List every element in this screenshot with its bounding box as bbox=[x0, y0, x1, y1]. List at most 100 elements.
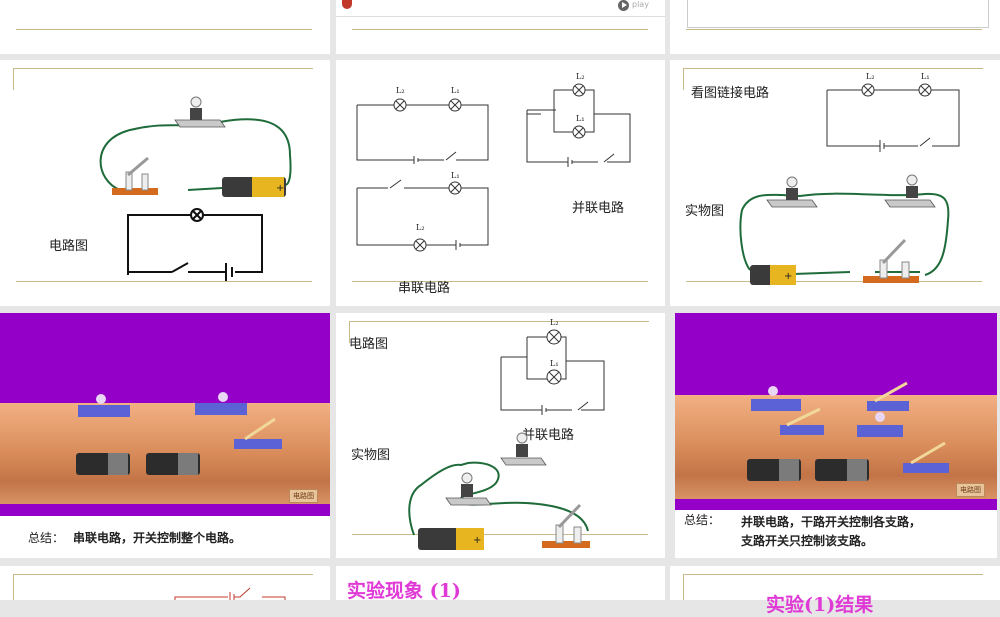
label-L1: L₁ bbox=[451, 86, 460, 95]
series-caption: 串联电路 bbox=[398, 281, 451, 296]
lamp-holder bbox=[195, 392, 247, 415]
knife-switch bbox=[542, 503, 590, 548]
slide-top-rule bbox=[683, 574, 983, 575]
slide-top-rule bbox=[349, 321, 649, 322]
slide-rule bbox=[16, 29, 312, 30]
switch bbox=[903, 441, 949, 473]
lamp-holder bbox=[78, 394, 130, 417]
slide-top-tick bbox=[13, 68, 14, 90]
lamp-holder bbox=[884, 174, 936, 208]
slide-top-rule bbox=[13, 68, 313, 69]
slide-3-partial[interactable] bbox=[670, 0, 1000, 54]
purple-strip bbox=[675, 499, 997, 510]
switch bbox=[867, 381, 909, 411]
slide-top-tick bbox=[683, 574, 684, 600]
summary-line-2: 支路开关只控制该支路。 bbox=[741, 534, 874, 548]
svg-text:+: + bbox=[276, 183, 284, 194]
slide-top-tick bbox=[683, 68, 684, 90]
logo-icon bbox=[342, 0, 352, 9]
lamp-holder bbox=[751, 386, 801, 411]
physical-label: 实物图 bbox=[685, 204, 725, 219]
parallel-caption: 并联电路 bbox=[572, 201, 625, 216]
label-L1: L₁ bbox=[576, 114, 585, 123]
slide-title: 看图链接电路 bbox=[691, 86, 770, 101]
battery bbox=[747, 459, 801, 481]
slide-7[interactable]: 电路图 总结： 串联电路，开关控制整个电路。 bbox=[0, 313, 330, 558]
lamp-holder bbox=[857, 412, 903, 437]
slide-top-tick bbox=[13, 574, 14, 600]
apparatus-illustration bbox=[76, 392, 282, 475]
label-L1: L₁ bbox=[921, 72, 930, 81]
wood-table bbox=[675, 395, 997, 510]
video-bar bbox=[336, 16, 665, 17]
label-L1: L₁ bbox=[550, 359, 559, 368]
label-L2: L₂ bbox=[576, 72, 585, 81]
purple-backdrop bbox=[675, 313, 997, 395]
circuit-illustration: + bbox=[99, 96, 292, 281]
slide-rule bbox=[352, 29, 648, 30]
purple-backdrop bbox=[0, 313, 330, 403]
slide-12-partial[interactable]: 实验(1)结果 bbox=[670, 566, 1000, 616]
schematic-partial bbox=[174, 587, 286, 600]
play-label: play bbox=[632, 0, 649, 9]
slide-rule bbox=[686, 29, 982, 30]
summary-prefix: 总结： bbox=[28, 531, 65, 545]
parallel-caption: 并联电路 bbox=[522, 428, 575, 443]
slide-heading: 实验现象 (1) bbox=[347, 580, 461, 602]
switch bbox=[780, 407, 824, 435]
apparatus-illustration bbox=[747, 381, 949, 481]
slide-10-partial[interactable] bbox=[0, 566, 330, 600]
play-triangle-icon bbox=[622, 2, 627, 8]
circuit-illustration: + bbox=[739, 83, 960, 285]
slide-top-rule bbox=[13, 574, 313, 575]
label-L2: L₂ bbox=[866, 72, 875, 81]
label-L1: L₁ bbox=[451, 171, 460, 180]
schematics bbox=[356, 83, 631, 252]
lamp-holder bbox=[174, 96, 226, 128]
slide-1-partial[interactable] bbox=[0, 0, 330, 54]
lamp-holder bbox=[445, 472, 492, 506]
label-L2: L₂ bbox=[396, 86, 405, 95]
battery: + bbox=[418, 528, 484, 550]
lamp-holder bbox=[500, 432, 547, 466]
content-box bbox=[687, 0, 989, 28]
label-L2: L₂ bbox=[550, 318, 559, 327]
svg-text:+: + bbox=[473, 535, 481, 546]
slide-5[interactable]: L₂ L₁ L₁ L₂ L₂ L₁ 并联电路 串联电路 bbox=[336, 60, 665, 306]
battery bbox=[76, 453, 130, 475]
diagram-label: 电路图 bbox=[349, 337, 389, 352]
purple-strip bbox=[0, 504, 330, 516]
diagram-label: 电路图 bbox=[49, 239, 89, 254]
knife-switch bbox=[863, 238, 919, 283]
svg-text:+: + bbox=[784, 271, 792, 282]
slide-9[interactable]: 电路图 总结： 并联电路，干路开关控制各支路， 支路开关只控制该支路。 bbox=[675, 313, 997, 558]
diagram-tag-button[interactable]: 电路图 bbox=[956, 483, 985, 497]
battery: + bbox=[222, 177, 286, 197]
diagram-tag-button[interactable]: 电路图 bbox=[289, 489, 318, 503]
slide-bottom-rule bbox=[16, 281, 312, 282]
physical-label: 实物图 bbox=[351, 448, 391, 463]
slide-bottom-rule bbox=[352, 534, 648, 535]
series-schematic bbox=[127, 208, 263, 281]
lamp-holder bbox=[766, 176, 818, 208]
battery: + bbox=[750, 265, 796, 285]
summary-text: 串联电路，开关控制整个电路。 bbox=[73, 531, 242, 545]
slide-bottom-rule bbox=[352, 281, 648, 282]
circuit-illustration: + bbox=[408, 329, 605, 550]
slide-6[interactable]: 看图链接电路 实物图 + bbox=[670, 60, 1000, 306]
battery bbox=[146, 453, 200, 475]
slide-2-partial[interactable]: play bbox=[336, 0, 665, 54]
slide-top-tick bbox=[349, 321, 350, 343]
summary-line-1: 并联电路，干路开关控制各支路， bbox=[741, 515, 922, 529]
switch bbox=[234, 417, 282, 449]
slide-bottom-rule bbox=[686, 281, 982, 282]
slide-11-partial[interactable]: 实验现象 (1) bbox=[336, 566, 665, 602]
label-L2: L₂ bbox=[416, 223, 425, 232]
knife-switch bbox=[112, 156, 158, 195]
summary-prefix: 总结： bbox=[684, 513, 721, 527]
slide-heading-partial: 实验(1)结果 bbox=[766, 594, 874, 616]
slide-8[interactable]: 电路图 并联电路 实物图 + bbox=[336, 313, 665, 558]
slide-4[interactable]: + 电路图 bbox=[0, 60, 330, 306]
battery bbox=[815, 459, 869, 481]
slide-top-rule bbox=[683, 68, 983, 69]
